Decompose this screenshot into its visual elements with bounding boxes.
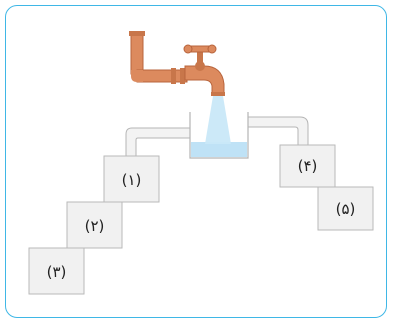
left-pipe bbox=[125, 127, 191, 157]
water-stream bbox=[205, 96, 231, 144]
box-2-label: (۲) bbox=[85, 217, 105, 235]
box-4: (۴) bbox=[279, 144, 336, 188]
box-5-label: (۵) bbox=[336, 200, 356, 218]
box-3: (۳) bbox=[28, 247, 85, 295]
stair-boxes: (۱) (۲) (۳) (۴) (۵) bbox=[28, 144, 374, 295]
box-2: (۲) bbox=[66, 201, 123, 249]
box-1: (۱) bbox=[103, 155, 160, 203]
box-5: (۵) bbox=[317, 186, 374, 231]
box-4-label: (۴) bbox=[298, 157, 318, 175]
box-1-label: (۱) bbox=[122, 171, 142, 189]
water-tank bbox=[189, 96, 249, 159]
box-3-label: (۳) bbox=[47, 263, 67, 281]
right-pipe bbox=[247, 116, 309, 146]
faucet-icon bbox=[129, 31, 225, 96]
